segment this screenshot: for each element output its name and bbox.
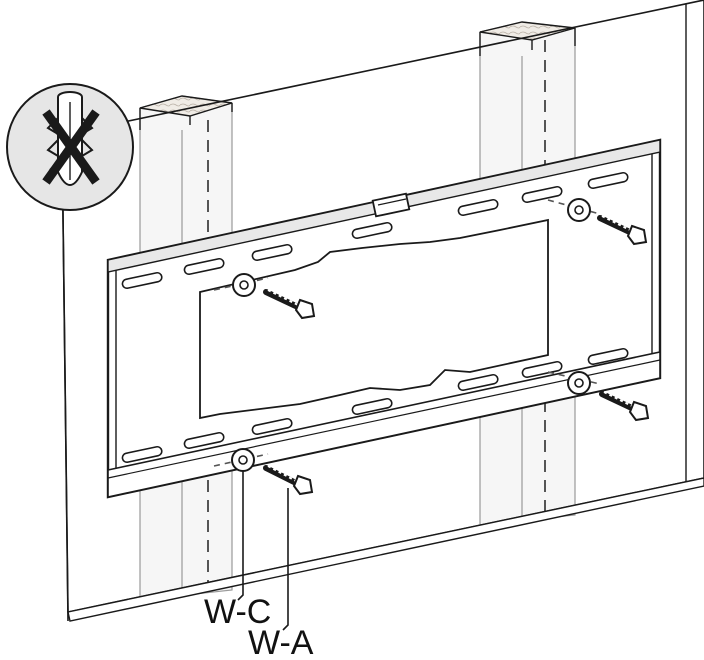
fasteners (213, 198, 650, 496)
fastener-top-right (547, 198, 648, 246)
leader-screw (282, 488, 289, 631)
fastener-bottom-right (547, 371, 650, 422)
callout-screw-label: W-A (248, 624, 314, 660)
callout-washer-label: W-C (204, 593, 271, 631)
bracket-slots-top (121, 171, 629, 290)
prohibition-cross-icon (42, 109, 100, 185)
wall-panel (61, 0, 704, 622)
leader-washer (237, 471, 244, 601)
bracket-slots-bottom (121, 347, 629, 464)
callout-leaders (237, 471, 289, 631)
wall-anchor-prohibited-icon (6, 83, 134, 211)
fastener-top-left (213, 273, 316, 320)
bracket-lock-tab (371, 192, 411, 218)
fastener-bottom-left (213, 448, 314, 496)
